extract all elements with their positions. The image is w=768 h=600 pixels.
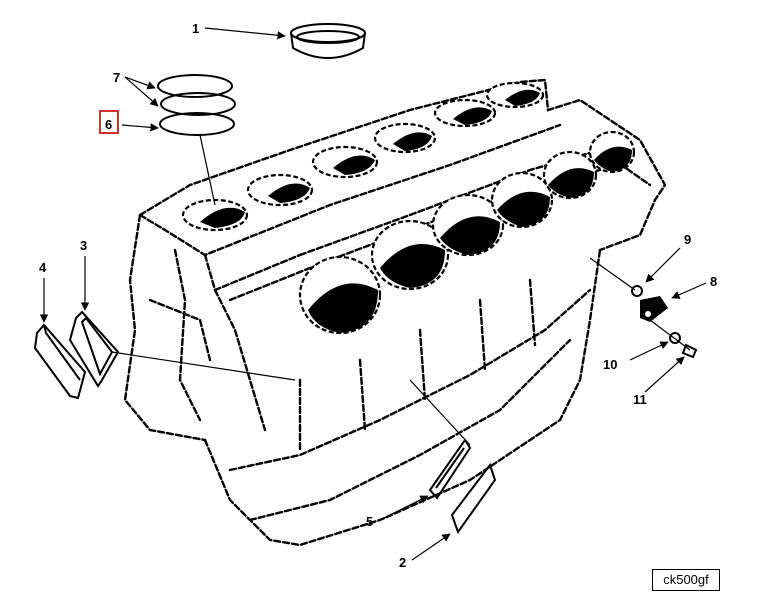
leader-1 — [204, 27, 286, 40]
figure-code-label: ck500gf — [652, 569, 720, 591]
leader-8 — [671, 282, 707, 299]
leader-9 — [645, 247, 681, 283]
part-2-cover-lower — [450, 462, 497, 535]
callout-5: 5 — [366, 514, 373, 529]
part-9-seal-ring — [631, 285, 643, 297]
part-4-cover-left — [33, 323, 87, 400]
leader-2 — [411, 533, 451, 561]
leader-cover-to-block — [111, 351, 296, 381]
part-1-liner — [290, 23, 366, 59]
callout-7: 7 — [113, 70, 120, 85]
callout-1: 1 — [192, 21, 199, 36]
callout-6: 6 — [105, 117, 112, 132]
callout-8: 8 — [710, 274, 717, 289]
callout-10: 10 — [603, 357, 617, 372]
callout-6-highlight-box — [99, 110, 119, 134]
leader-fitting-axis — [589, 257, 636, 291]
leader-10 — [629, 341, 669, 361]
leader-7a — [124, 76, 156, 90]
callout-2: 2 — [399, 555, 406, 570]
cylinder-bores-near — [298, 130, 636, 335]
callout-4: 4 — [39, 260, 47, 275]
part-10-washer — [669, 332, 681, 344]
cylinder-bores-top — [181, 81, 545, 232]
leader-7b — [124, 76, 159, 107]
callout-11: 11 — [633, 392, 647, 407]
leader-fitting-axis-2 — [649, 319, 691, 351]
part-11-bolt — [681, 343, 698, 359]
callout-9: 9 — [684, 232, 691, 247]
leader-lower-cover-to-block — [409, 379, 471, 446]
leader-11 — [644, 356, 685, 393]
part-6-7-rings — [157, 74, 236, 206]
leader-5 — [379, 495, 429, 521]
part-8-fitting — [640, 296, 668, 322]
part-5-gasket-lower — [428, 438, 472, 500]
callout-3: 3 — [80, 238, 87, 253]
leader-6 — [121, 123, 159, 132]
